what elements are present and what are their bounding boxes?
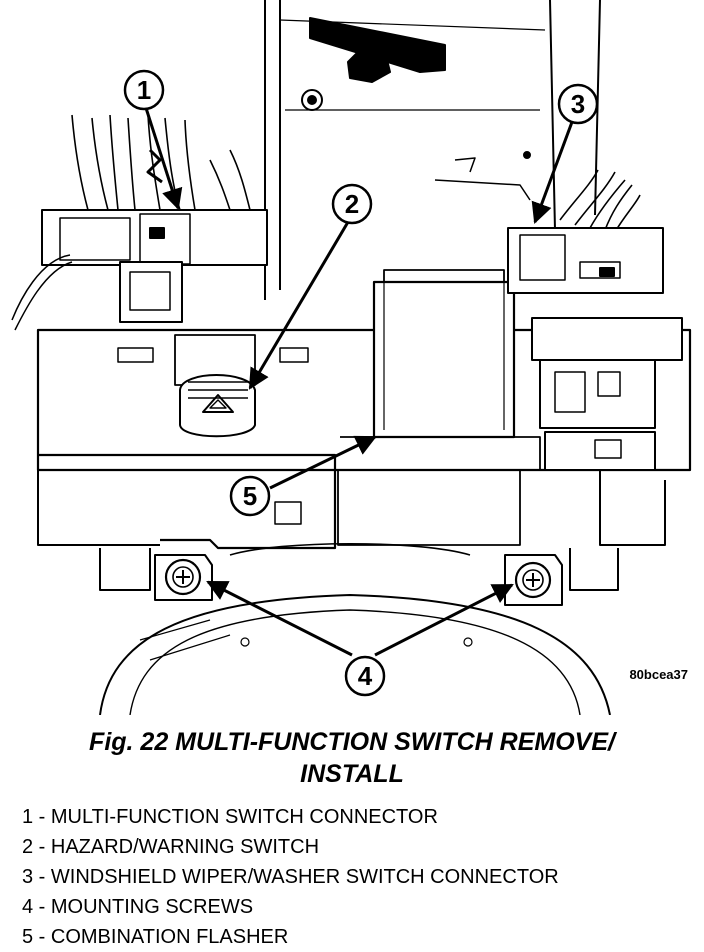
figure-caption: Fig. 22 MULTI-FUNCTION SWITCH REMOVE/ IN… — [0, 726, 704, 790]
callout-4: 4 — [344, 655, 386, 697]
mounting-screws — [154, 554, 563, 606]
switch-assembly-illustration: 1 2 3 4 5 80bcea37 — [11, 0, 692, 715]
callout-bubbles: 1 2 3 4 5 — [123, 69, 599, 697]
clockspring-base — [99, 542, 611, 715]
leader-line-5 — [269, 435, 377, 490]
steering-column — [264, 0, 601, 300]
callout-5: 5 — [229, 475, 271, 517]
leader-line-4a — [206, 580, 353, 657]
callout-3-label: 3 — [571, 89, 585, 119]
leader-line-2 — [248, 221, 350, 390]
callout-1: 1 — [123, 69, 165, 111]
callout-5-label: 5 — [243, 481, 257, 511]
multifunction-switch-connector — [11, 114, 268, 331]
legend-item: 2 - HAZARD/WARNING SWITCH — [22, 836, 320, 858]
legend-item: 4 - MOUNTING SCREWS — [22, 896, 254, 918]
combination-flasher — [337, 269, 541, 546]
callout-2-label: 2 — [345, 189, 359, 219]
leader-line-3 — [531, 121, 574, 224]
legend-list: 1 - MULTI-FUNCTION SWITCH CONNECTOR 2 - … — [22, 802, 559, 952]
callout-2: 2 — [331, 183, 373, 225]
legend-item: 3 - WINDSHIELD WIPER/WASHER SWITCH CONNE… — [22, 866, 559, 888]
wiper-washer-switch-connector — [507, 169, 683, 471]
legend-item: 1 - MULTI-FUNCTION SWITCH CONNECTOR — [22, 806, 438, 828]
hazard-warning-switch — [174, 334, 256, 438]
caption-line-2: INSTALL — [300, 760, 404, 788]
leader-line-1 — [144, 107, 183, 211]
figure-code: 80bcea37 — [629, 667, 688, 682]
legend-item: 5 - COMBINATION FLASHER — [22, 926, 289, 948]
caption-line-1: Fig. 22 MULTI-FUNCTION SWITCH REMOVE/ — [89, 728, 615, 756]
callout-3: 3 — [557, 83, 599, 125]
callout-1-label: 1 — [137, 75, 151, 105]
leader-line-4b — [374, 583, 514, 657]
callout-4-label: 4 — [358, 661, 373, 691]
leader-lines — [144, 107, 574, 657]
